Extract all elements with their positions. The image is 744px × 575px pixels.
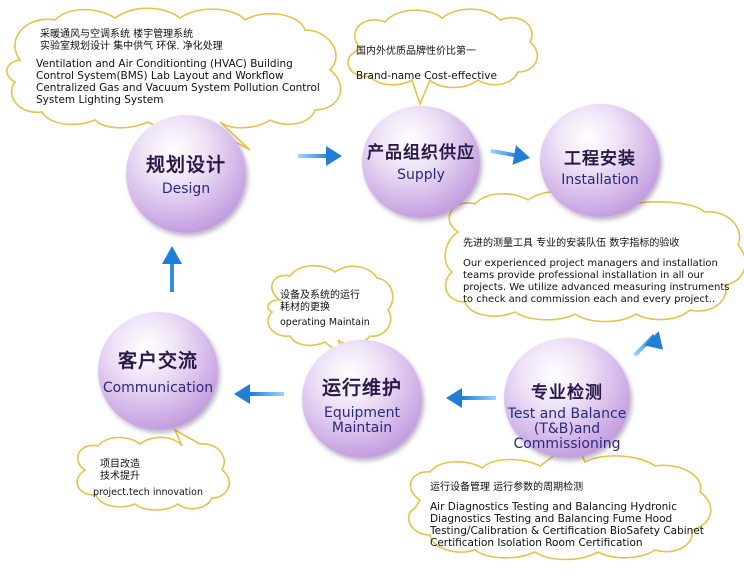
- testing-callout-cn: 运行设备管理 运行参数的周期检测: [430, 482, 584, 493]
- installation-callout-cloud: [444, 190, 744, 323]
- node-installation: 工程安装 Installation: [540, 104, 660, 217]
- node-communication-en: Communication: [102, 380, 214, 396]
- arrow-supply-to-installation: [490, 145, 531, 165]
- communication-callout-en: project.tech innovation: [93, 487, 203, 498]
- communication-callout-cn: 项目改造 技术提升: [100, 459, 140, 482]
- supply-callout-en: Brand-name Cost-effective: [356, 70, 497, 82]
- maintain-callout-cn: 设备及系统的运行 耗材的更换: [280, 290, 360, 313]
- node-communication: 客户交流 Communication: [98, 312, 218, 430]
- design-callout-en: Ventilation and Air Conditionting (HVAC)…: [36, 58, 320, 106]
- maintain-callout-en: operating Maintain: [280, 317, 370, 328]
- design-callout-cn: 采暖通风与空调系统 楼宇管理系统 实验室规划设计 集中供气 环保. 净化处理: [40, 29, 223, 52]
- node-supply: 产品组织供应 Supply: [362, 106, 480, 218]
- node-testing-cn: 专业检测: [531, 383, 603, 403]
- supply-callout-cloud: [347, 8, 539, 107]
- arrow-design-to-supply: [298, 146, 342, 166]
- node-testing-en: Test and Balance (T&B)and Commissioning: [507, 406, 627, 452]
- maintain-callout-cloud: [267, 264, 394, 361]
- node-design: 规划设计 Design: [126, 115, 246, 233]
- testing-callout-en: Air Diagnostics Testing and Balancing Hy…: [430, 501, 704, 549]
- node-design-en: Design: [161, 181, 211, 197]
- testing-callout-cloud: [407, 438, 712, 561]
- installation-callout-cn: 先进的测量工具 专业的安装队伍 数字指标的验收: [463, 238, 680, 249]
- node-communication-cn: 客户交流: [117, 350, 198, 372]
- design-callout-cloud: [6, 7, 342, 151]
- node-maintain-en: Equipment Maintain: [324, 405, 400, 436]
- node-supply-cn: 产品组织供应: [367, 143, 475, 163]
- communication-callout-cloud: [76, 428, 231, 511]
- node-supply-en: Supply: [397, 167, 445, 183]
- node-installation-en: Installation: [561, 172, 639, 188]
- arrow-installation-to-testing: [633, 331, 663, 357]
- node-maintain: 运行维护 Equipment Maintain: [302, 340, 422, 458]
- arrow-testing-to-maintain: [446, 388, 496, 408]
- node-design-cn: 规划设计: [145, 154, 226, 176]
- arrow-maintain-to-communication: [234, 384, 284, 404]
- installation-callout-en: Our experienced project managers and ins…: [463, 258, 730, 305]
- arrow-communication-to-design: [162, 246, 182, 292]
- supply-callout-cn: 国内外优质品牌性价比第一: [356, 46, 476, 57]
- node-installation-cn: 工程安装: [564, 149, 636, 169]
- node-maintain-cn: 运行维护: [321, 377, 402, 399]
- node-testing: 专业检测 Test and Balance (T&B)and Commissio…: [504, 338, 630, 458]
